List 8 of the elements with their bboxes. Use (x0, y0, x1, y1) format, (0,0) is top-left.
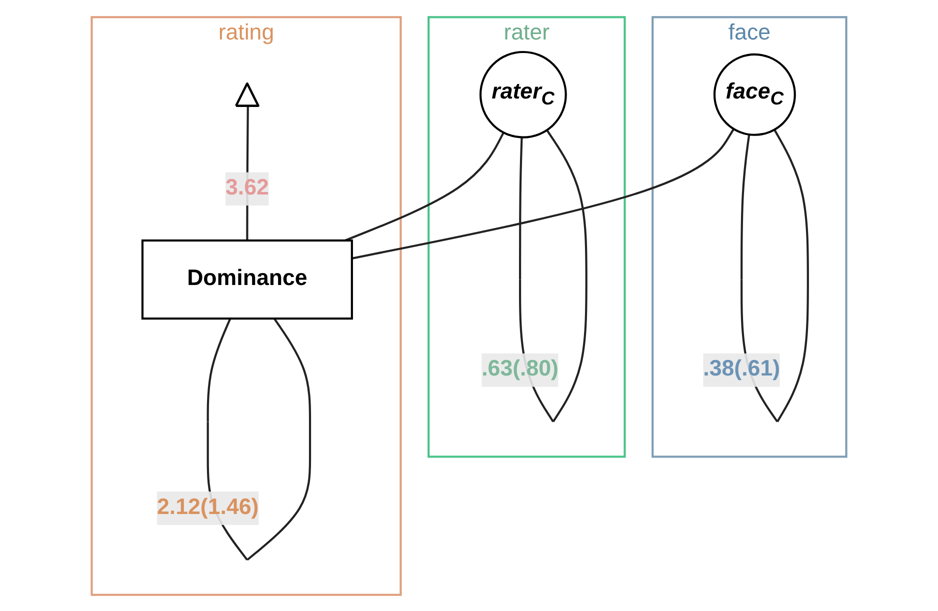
node-circle: rater$_{C}$ (479, 50, 567, 138)
node-circle: face$_{C}$ (713, 52, 796, 136)
connector (352, 128, 735, 259)
edge-label: 3.62 (225, 176, 269, 200)
edge-label: .38(.61) (703, 357, 780, 381)
edge-label: 2.12(1.46) (157, 495, 259, 519)
edge-label: .63(.80) (482, 357, 558, 381)
node-box: Dominance (141, 238, 353, 320)
